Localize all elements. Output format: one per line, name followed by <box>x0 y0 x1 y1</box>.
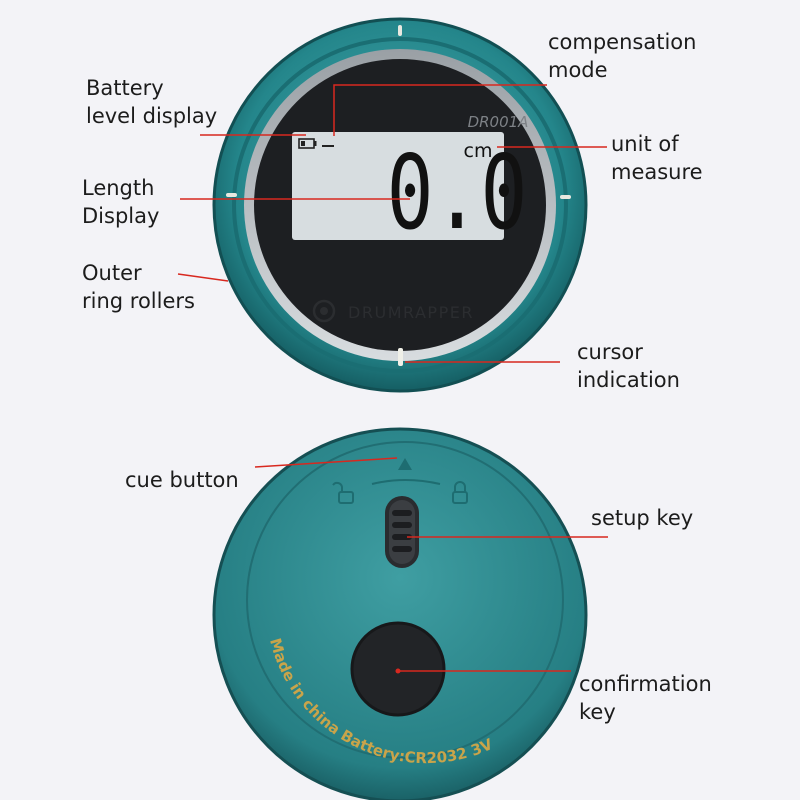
tick-top <box>398 25 402 36</box>
label-battery-line2: level display <box>86 104 218 128</box>
front-device: DR001A cm 0.0 DRUMRAPPER <box>212 17 588 393</box>
label-unit-line2: measure <box>611 160 703 184</box>
pointer-cue <box>254 457 398 468</box>
label-compensation-mode: compensation mode <box>548 28 696 84</box>
pointer-lines <box>177 84 608 672</box>
lock-icon <box>452 481 468 504</box>
label-length-line1: Length <box>82 176 155 200</box>
label-battery-level: Battery level display <box>86 74 217 130</box>
model-number: DR001A <box>468 113 529 131</box>
label-confirmation-line2: key <box>579 700 616 724</box>
label-confirmation-line1: confirmation <box>579 672 712 696</box>
label-outer-ring: Outer ring rollers <box>82 259 195 315</box>
back-inner-ring <box>246 441 564 759</box>
label-unit-of-measure: unit of measure <box>611 130 703 186</box>
label-length-line2: Display <box>82 204 160 228</box>
label-setup-line1: setup key <box>591 506 694 530</box>
label-confirmation-key: confirmation key <box>579 670 712 726</box>
label-compensation-line2: mode <box>548 58 608 82</box>
label-battery-line1: Battery <box>86 76 164 100</box>
label-cue-button: cue button <box>125 466 239 494</box>
label-unit-line1: unit of <box>611 132 679 156</box>
setup-key[interactable] <box>385 496 419 568</box>
pointer-dot-confirmation <box>395 668 401 674</box>
label-outer-line1: Outer <box>82 261 142 285</box>
cursor-tick <box>398 348 403 366</box>
label-cursor-indication: cursor indication <box>577 338 680 394</box>
length-reading: 0.0 <box>387 135 528 253</box>
cue-button[interactable] <box>398 458 412 470</box>
label-length-display: Length Display <box>82 174 159 230</box>
label-compensation-line1: compensation <box>548 30 697 54</box>
unit-text: cm <box>464 140 493 162</box>
tick-left <box>226 193 237 197</box>
unlock-icon <box>332 481 354 504</box>
label-setup-key: setup key <box>591 504 693 532</box>
brand-logo <box>312 299 336 323</box>
pointer-outer-ring <box>177 273 229 282</box>
lcd-screen <box>292 132 504 240</box>
ring-groove <box>232 37 568 373</box>
back-device: Made in china Battery:CR2032 3V <box>212 427 588 800</box>
label-cue-line1: cue button <box>125 468 239 492</box>
back-body <box>214 429 586 800</box>
tick-right <box>560 195 571 199</box>
label-cursor-line1: cursor <box>577 340 643 364</box>
label-cursor-line2: indication <box>577 368 680 392</box>
cue-arc <box>371 479 441 485</box>
pointer-compensation <box>333 84 547 136</box>
brand-name: DRUMRAPPER <box>348 303 474 322</box>
compensation-mode-indicator <box>322 145 334 147</box>
label-outer-line2: ring rollers <box>82 289 195 313</box>
battery-icon <box>298 138 317 149</box>
